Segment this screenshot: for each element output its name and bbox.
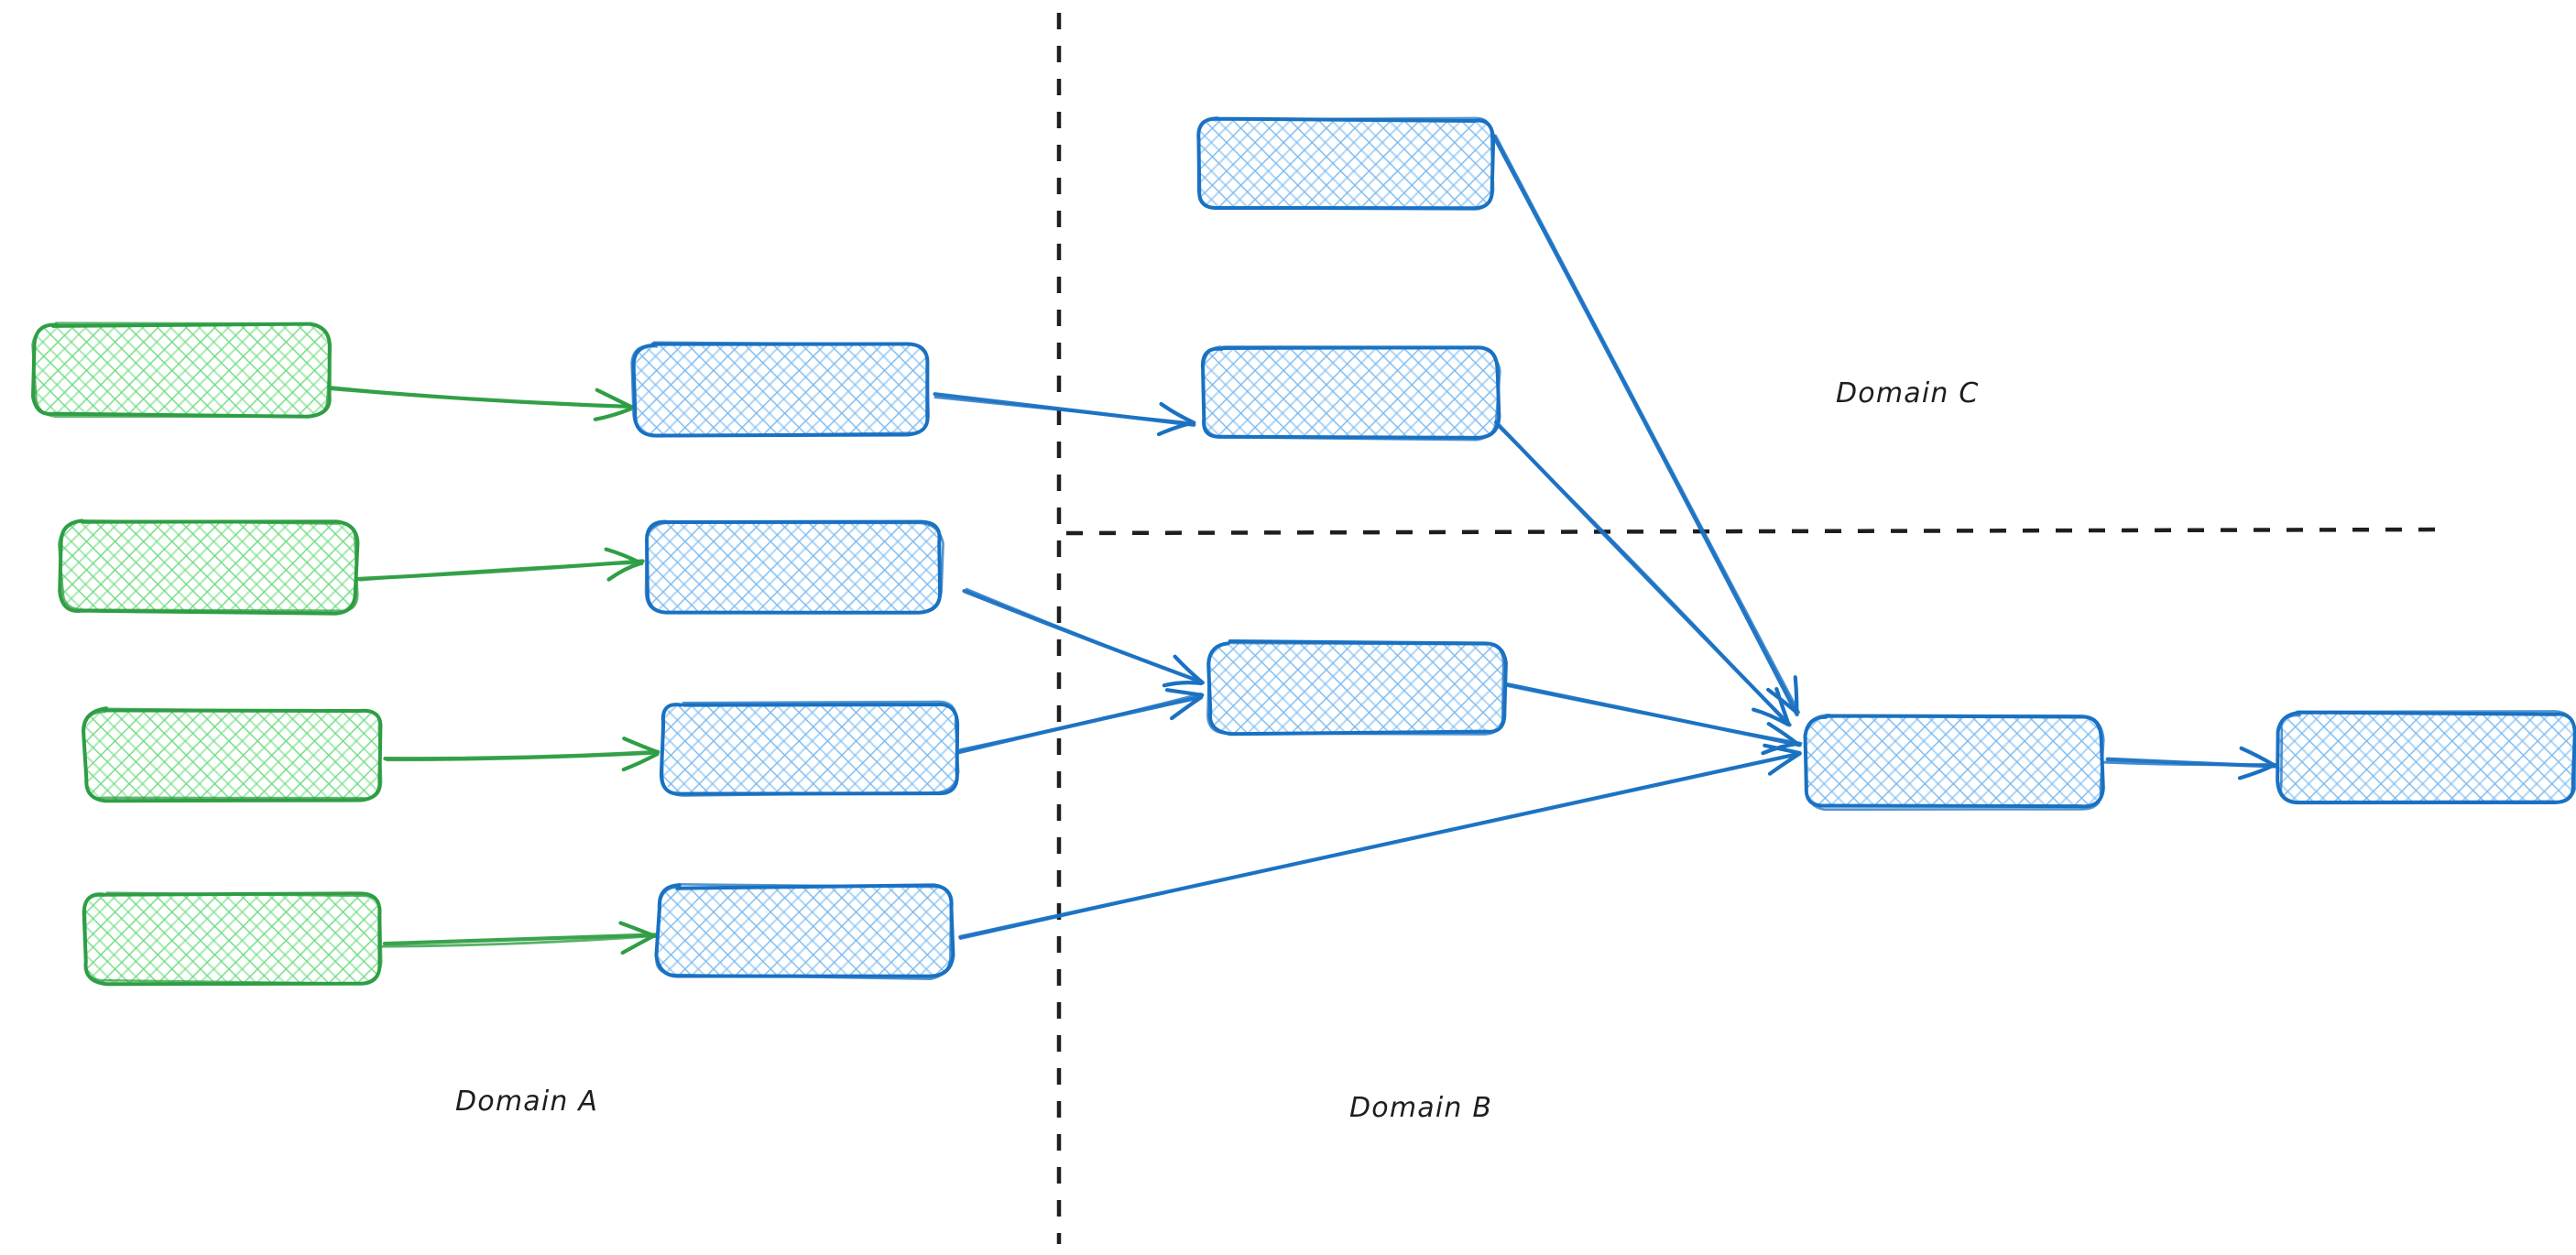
node-hitbox-d1[interactable] <box>1806 717 2101 807</box>
node-a3[interactable] <box>82 706 383 803</box>
node-c2[interactable] <box>1200 345 1501 442</box>
node-hitbox-b4[interactable] <box>658 887 953 977</box>
edge <box>381 921 659 955</box>
node-a1[interactable] <box>31 322 333 419</box>
node-hitbox-b3[interactable] <box>662 704 957 793</box>
node-layer <box>31 116 2576 987</box>
edge-layer <box>328 134 2277 955</box>
node-d1[interactable] <box>1803 714 2105 811</box>
edge <box>383 737 660 772</box>
node-hitbox-c1[interactable] <box>1198 119 1493 209</box>
edge <box>962 587 1205 688</box>
edge <box>2103 746 2277 780</box>
divider-layer <box>1056 13 2449 1244</box>
label-domain-a: Domain A <box>455 1086 599 1118</box>
node-e1[interactable] <box>2276 710 2576 805</box>
edge <box>328 385 634 421</box>
node-b1[interactable] <box>630 341 930 438</box>
node-hitbox-e1[interactable] <box>2279 713 2574 802</box>
node-c1[interactable] <box>1196 116 1496 211</box>
node-c3[interactable] <box>1206 639 1508 737</box>
edge <box>1504 682 1803 756</box>
node-hitbox-a2[interactable] <box>61 522 356 612</box>
edge <box>1494 420 1792 727</box>
edge <box>956 688 1205 755</box>
node-b3[interactable] <box>659 700 960 797</box>
node-hitbox-a3[interactable] <box>85 710 380 800</box>
node-hitbox-a4[interactable] <box>85 893 380 983</box>
divider-horizontal <box>1065 527 2449 536</box>
node-a2[interactable] <box>58 518 360 616</box>
node-hitbox-c3[interactable] <box>1209 643 1504 733</box>
label-domain-b: Domain B <box>1349 1092 1493 1124</box>
edge <box>958 743 1802 941</box>
node-b4[interactable] <box>654 883 955 981</box>
node-hitbox-b1[interactable] <box>634 344 929 434</box>
label-domain-c: Domain C <box>1836 377 1980 409</box>
edge <box>1491 134 1801 717</box>
node-hitbox-c2[interactable] <box>1203 348 1498 438</box>
node-hitbox-a1[interactable] <box>35 325 330 415</box>
edge <box>933 392 1196 437</box>
node-b2[interactable] <box>644 519 944 615</box>
edge <box>355 547 645 582</box>
node-hitbox-b2[interactable] <box>646 522 941 612</box>
node-a4[interactable] <box>82 891 383 987</box>
